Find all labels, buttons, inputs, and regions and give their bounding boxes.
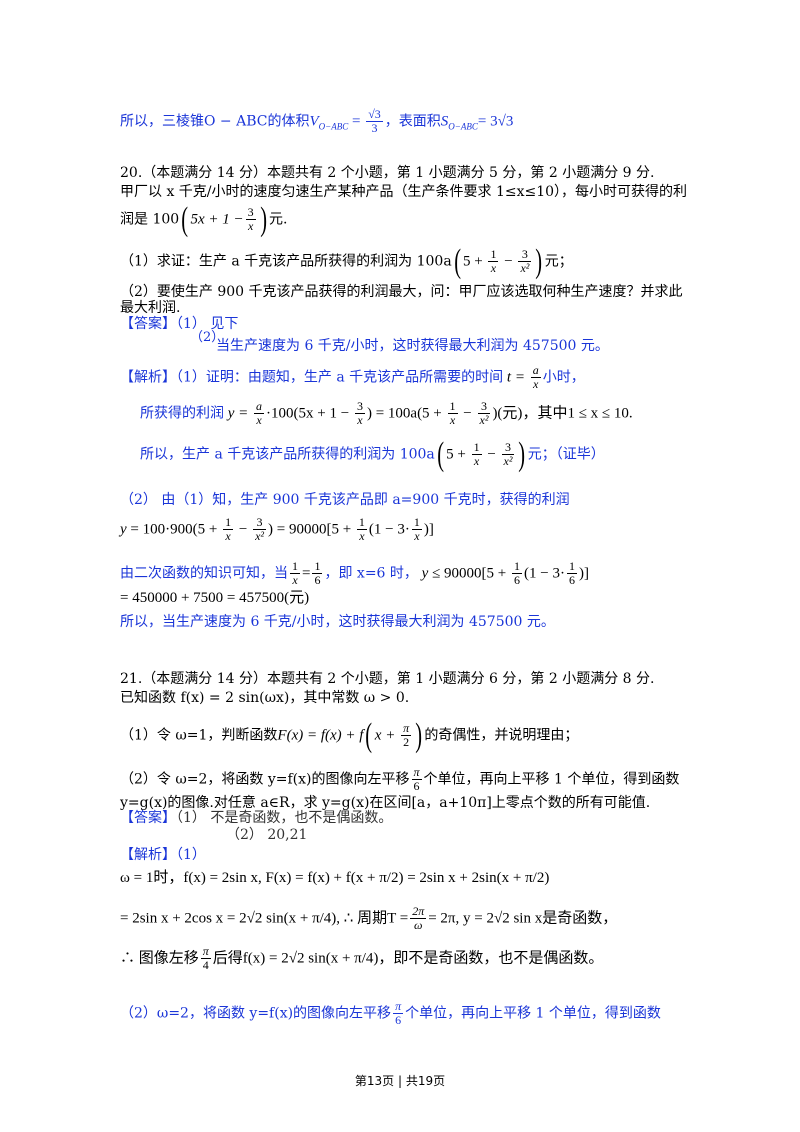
q20-answer-2-num: （2） [190,330,225,345]
q20-solution-7: = 450000 + 7500 = 457500(元) [120,590,310,606]
page-footer: 第13页 | 共19页 [354,1074,446,1088]
q21-solution-2: = 2sin x + 2cos x = 2√2 sin(x + π/4), ∴ … [120,904,618,932]
q21-solution-1: ω = 1时，f(x) = 2sin x, F(x) = f(x) + f(x … [120,870,550,886]
q21-solution-label: 【解析】（1） [120,847,206,863]
q20-answer: 【答案】（1） 见下 [120,316,239,332]
q20-header: 20.（本题满分 14 分）本题共有 2 个小题，第 1 小题满分 5 分，第 … [120,165,655,181]
q21-stem: 已知函数 f(x) = 2 sin(ωx)，其中常数 ω > 0. [120,690,410,706]
q20-part-2b: 最大利润. [120,300,181,316]
q21-header: 21.（本题满分 14 分）本题共有 2 个小题，第 1 小题满分 6 分，第 … [120,671,655,687]
q21-answer-1: 【答案】（1） 不是奇函数，也不是偶函数。 [120,810,393,826]
q21-answer-2: （2） 20,21 [226,827,308,843]
prev-text: 所以，三棱锥O − ABC的体积 [120,113,310,130]
q20-stem-1: 甲厂以 x 千克/小时的速度匀速生产某种产品（生产条件要求 1≤x≤10），每小… [120,184,688,200]
q20-answer-2: 当生产速度为 6 千克/小时，这时获得最大利润为 457500 元。 [216,338,609,354]
q20-solution-8: 所以，当生产速度为 6 千克/小时，这时获得最大利润为 457500 元。 [120,614,555,630]
q20-solution-4: （2） 由（1）知，生产 900 千克该产品即 a=900 千克时，获得的利润 [120,492,570,508]
q20-part-2a: （2）要使生产 900 千克该产品获得的利润最大，问：甲厂应该选取何种生产速度？… [120,284,683,300]
q21-part-2b: y=g(x)的图像.对任意 a∈R，求 y=g(x)在区间[a，a+10π]上零… [120,795,651,811]
